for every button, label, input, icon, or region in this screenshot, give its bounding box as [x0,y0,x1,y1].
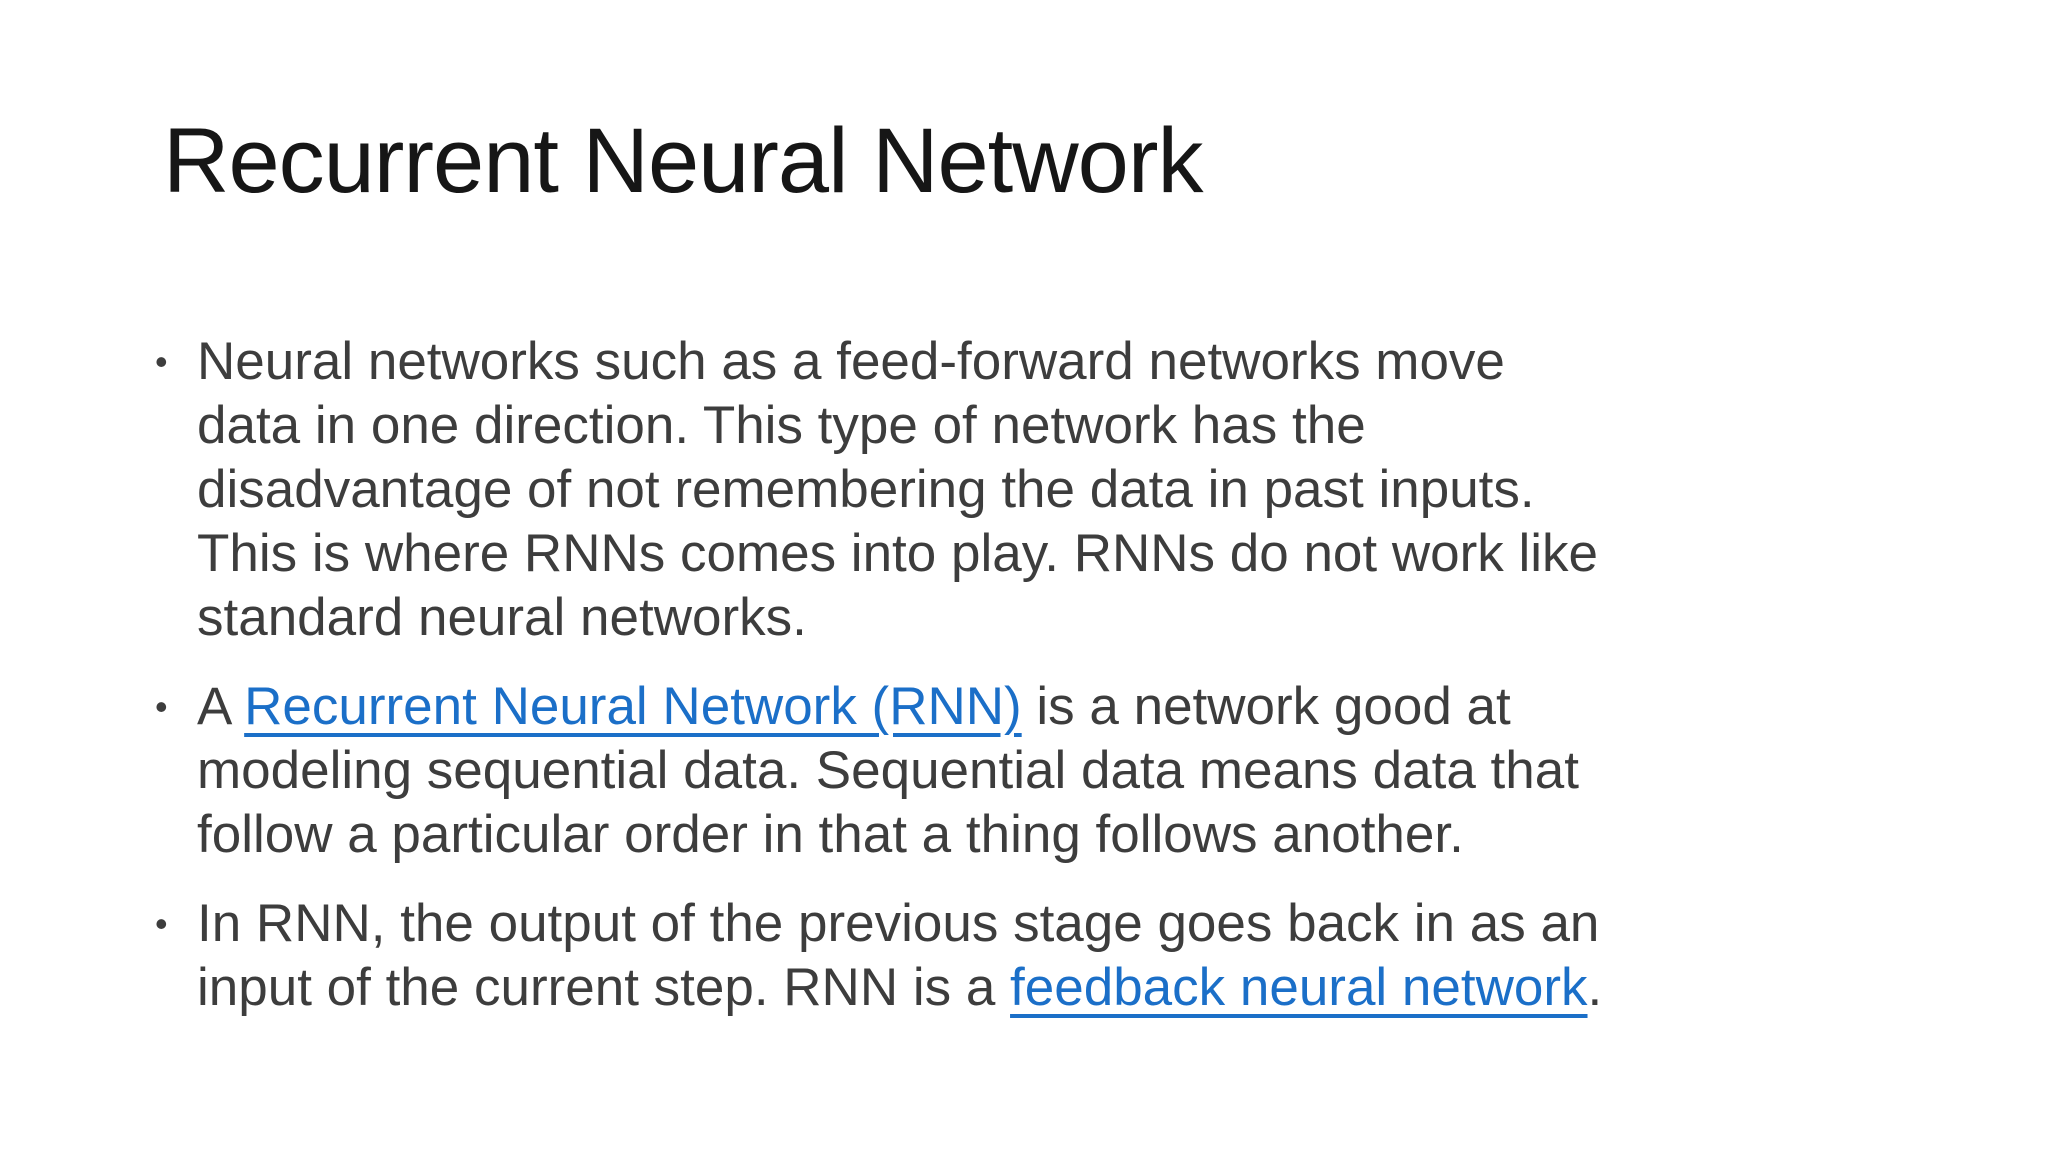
slide-body: • Neural networks such as a feed-forward … [155,330,1915,1045]
bullet-list: • Neural networks such as a feed-forward … [155,330,1915,1020]
text-segment: In RNN, the output of the previous stage… [197,894,1600,953]
text-segment: data in one direction. This type of netw… [197,396,1366,455]
text-line: modeling sequential data. Sequential dat… [197,739,1915,803]
bullet-marker: • [155,903,168,944]
text-line: Neural networks such as a feed-forward n… [197,330,1915,394]
hyperlink-recurrent-neural-network-rnn[interactable]: Recurrent Neural Network (RNN) [244,677,1022,736]
bullet-text: A Recurrent Neural Network (RNN) is a ne… [197,675,1915,867]
text-segment: disadvantage of not remembering the data… [197,460,1535,519]
bullet-item: • A Recurrent Neural Network (RNN) is a n… [155,675,1915,867]
slide-title: Recurrent Neural Network [163,109,1203,212]
text-line: In RNN, the output of the previous stage… [197,892,1915,956]
text-line: follow a particular order in that a thin… [197,803,1915,867]
text-line: This is where RNNs comes into play. RNNs… [197,522,1915,586]
text-segment: . [1587,958,1603,1017]
text-segment: A [197,677,245,736]
text-segment: follow a particular order in that a thin… [197,805,1464,864]
text-segment: This is where RNNs comes into play. RNNs… [197,524,1599,583]
bullet-item: • In RNN, the output of the previous stag… [155,892,1915,1020]
bullet-marker: • [155,341,168,382]
bullet-item: • Neural networks such as a feed-forward … [155,330,1915,650]
text-segment: is a network good at [1021,677,1511,736]
text-segment: standard neural networks. [197,588,807,647]
bullet-marker: • [155,686,168,727]
text-line: input of the current step. RNN is a feed… [197,956,1915,1020]
text-line: standard neural networks. [197,586,1915,650]
text-line: data in one direction. This type of netw… [197,394,1915,458]
text-segment: modeling sequential data. Sequential dat… [197,741,1579,800]
text-line: A Recurrent Neural Network (RNN) is a ne… [197,675,1915,739]
text-segment: Neural networks such as a feed-forward n… [197,332,1505,391]
text-segment: input of the current step. RNN is a [197,958,1011,1017]
bullet-text: In RNN, the output of the previous stage… [197,892,1915,1020]
hyperlink-feedback-neural-network[interactable]: feedback neural network [1010,958,1588,1017]
bullet-text: Neural networks such as a feed-forward n… [197,330,1915,650]
text-line: disadvantage of not remembering the data… [197,458,1915,522]
